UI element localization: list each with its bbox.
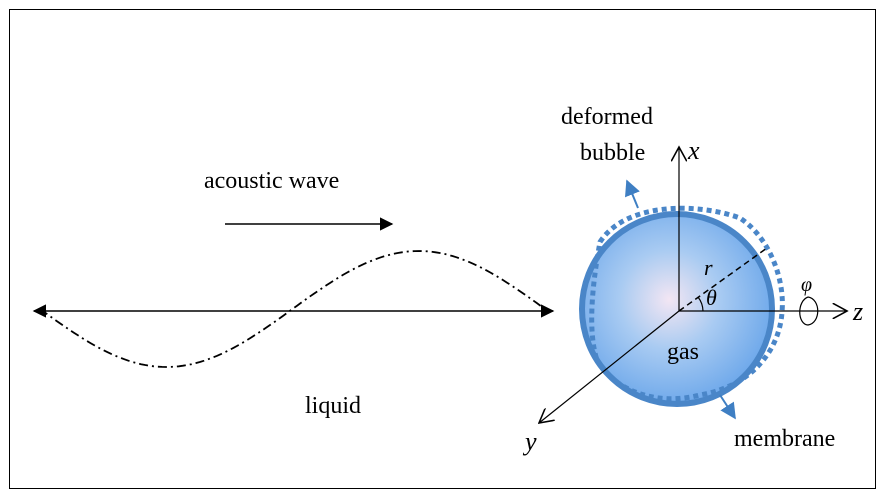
membrane-label: membrane [734,426,835,452]
acoustic-wave-label: acoustic wave [204,168,339,194]
deformed-label-line2: bubble [580,140,645,166]
theta-label: θ [706,285,717,310]
y-axis-label: y [522,427,537,456]
radius-line [678,247,768,312]
z-axis-label: z [852,297,863,326]
liquid-label: liquid [305,393,361,419]
x-axis-label: x [687,136,700,165]
membrane-arrow [719,394,736,420]
deformed-bubble-arrow [625,179,640,209]
radius-label: r [704,255,713,280]
gas-label: gas [667,339,699,365]
theta-arc [697,296,704,312]
y-axis [539,310,680,423]
phi-rotation-icon [799,296,819,326]
deformed-label-line1: deformed [561,104,653,130]
bubble [579,211,775,407]
deformed-bubble-outline [589,205,785,402]
acoustic-wave-curve [39,250,546,368]
phi-label: φ [801,274,812,296]
